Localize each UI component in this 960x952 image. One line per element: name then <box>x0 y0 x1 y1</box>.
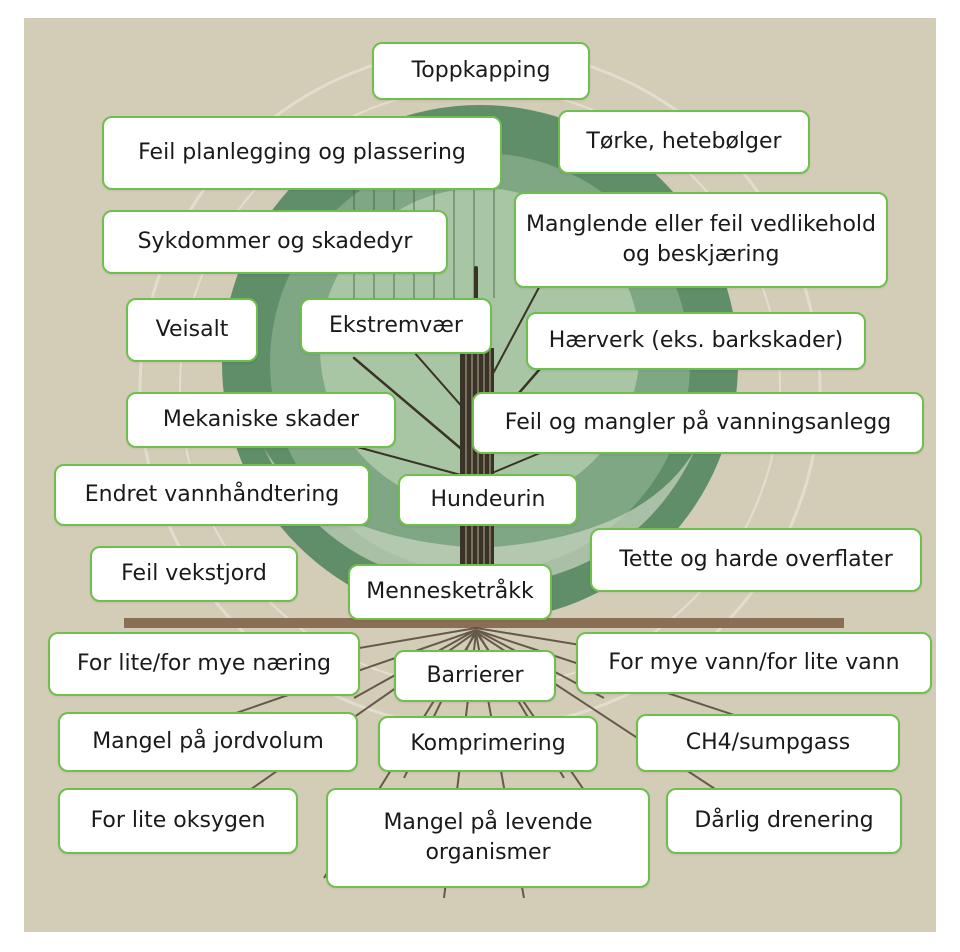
label-mennesketrakk: Mennesketråkk <box>348 564 552 620</box>
label-veisalt: Veisalt <box>126 298 258 362</box>
label-endret-vannhandtering: Endret vannhåndtering <box>54 464 370 526</box>
label-naering: For lite/for mye næring <box>48 632 360 696</box>
label-barrierer: Barrierer <box>394 650 556 702</box>
label-feil-planlegging: Feil planlegging og plassering <box>102 116 502 190</box>
label-darlig-drenering: Dårlig drenering <box>666 788 902 854</box>
label-ch4-sumpgass: CH4/sumpgass <box>636 714 900 772</box>
label-jordvolum: Mangel på jordvolum <box>58 712 358 772</box>
canopy-lower-highlight <box>264 448 696 588</box>
label-toppkapping: Toppkapping <box>372 42 590 100</box>
label-vann: For mye vann/for lite vann <box>576 632 932 694</box>
label-oksygen: For lite oksygen <box>58 788 298 854</box>
label-manglende-vedlikehold: Manglende eller feil vedlikehold og besk… <box>514 192 888 288</box>
ground-line <box>124 618 844 628</box>
label-sykdommer-skadedyr: Sykdommer og skadedyr <box>102 210 448 274</box>
diagram-canvas: Toppkapping Feil planlegging og plasseri… <box>24 18 936 932</box>
label-tette-overflater: Tette og harde overflater <box>590 528 922 592</box>
label-feil-vekstjord: Feil vekstjord <box>90 546 298 602</box>
label-ekstremvaer: Ekstremvær <box>300 298 492 354</box>
label-vanningsanlegg: Feil og mangler på vanningsanlegg <box>472 392 924 454</box>
label-mekaniske-skader: Mekaniske skader <box>126 392 396 448</box>
label-hundeurin: Hundeurin <box>398 474 578 526</box>
label-komprimering: Komprimering <box>378 716 598 772</box>
label-torke-hetebolger: Tørke, hetebølger <box>558 110 810 174</box>
label-haerverk: Hærverk (eks. barkskader) <box>526 312 866 370</box>
label-levende-organismer: Mangel på levende organismer <box>326 788 650 888</box>
